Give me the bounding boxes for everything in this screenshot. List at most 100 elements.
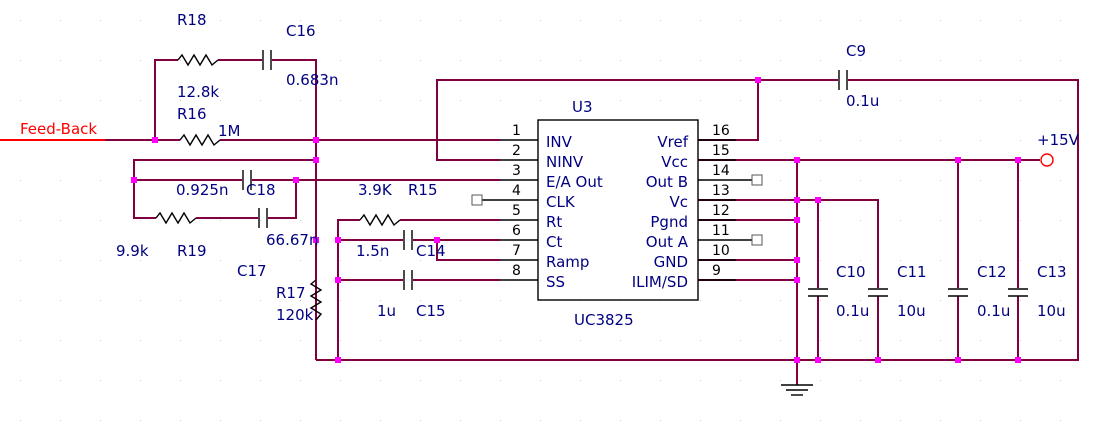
grid-dot (60, 340, 61, 341)
grid-dot (580, 100, 581, 101)
grid-dot (300, 20, 301, 21)
grid-dot (220, 340, 221, 341)
grid-dot (900, 260, 901, 261)
grid-dot (60, 20, 61, 21)
grid-dot (900, 100, 901, 101)
grid-dot (580, 420, 581, 421)
grid-dot (500, 100, 501, 101)
junction-dot (152, 137, 158, 143)
grid-dot (60, 260, 61, 261)
grid-dot (500, 420, 501, 421)
pin-name: Pgnd (650, 213, 688, 231)
grid-dot (820, 300, 821, 301)
pin-num: 15 (712, 143, 730, 159)
grid-dot (260, 420, 261, 421)
grid-dot (780, 380, 781, 381)
grid-dot (980, 300, 981, 301)
grid-dot (100, 340, 101, 341)
grid-dot (380, 340, 381, 341)
grid-dot (700, 380, 701, 381)
grid-dot (220, 100, 221, 101)
grid-dot (220, 380, 221, 381)
pin-name: NINV (546, 153, 584, 171)
grid-dot (180, 100, 181, 101)
grid-dot (180, 300, 181, 301)
grid-dot (1020, 420, 1021, 421)
ref-r16: R16 (177, 105, 207, 123)
grid-dot (1020, 260, 1021, 261)
value-c10: 0.1u (836, 302, 869, 320)
grid-dot (820, 260, 821, 261)
pin-num: 9 (712, 263, 721, 279)
ref-c15: C15 (416, 302, 446, 320)
grid-dot (20, 300, 21, 301)
grid-dot (1060, 100, 1061, 101)
grid-dot (900, 180, 901, 181)
grid-dot (780, 340, 781, 341)
ref-c12: C12 (977, 263, 1007, 281)
grid-dot (1060, 140, 1061, 141)
grid-dot (380, 260, 381, 261)
grid-dot (740, 420, 741, 421)
grid-dot (900, 20, 901, 21)
junction-dot (131, 177, 137, 183)
grid-dot (1020, 140, 1021, 141)
junction-dot (313, 237, 319, 243)
value-r17: 120k (276, 306, 314, 324)
grid-dot (20, 260, 21, 261)
grid-dot (100, 300, 101, 301)
grid-dot (220, 20, 221, 21)
grid-dot (660, 380, 661, 381)
grid-dot (940, 180, 941, 181)
grid-dot (460, 300, 461, 301)
grid-dot (700, 100, 701, 101)
grid-dot (60, 220, 61, 221)
grid-dot (860, 340, 861, 341)
grid-dot (500, 340, 501, 341)
grid-dot (580, 380, 581, 381)
ic-body (537, 119, 699, 301)
junction-dot (755, 77, 761, 83)
value-r16: 1M (218, 122, 241, 140)
ref-c14: C14 (416, 242, 446, 260)
resistor-r18 (177, 53, 219, 67)
value-c15: 1u (377, 302, 396, 320)
ref-r17: R17 (276, 284, 306, 302)
grid-dot (620, 340, 621, 341)
grid-dot (740, 340, 741, 341)
ground-symbol (781, 384, 813, 396)
grid-dot (980, 380, 981, 381)
value-c18: 0.925n (176, 181, 228, 199)
grid-dot (700, 340, 701, 341)
grid-dot (140, 380, 141, 381)
grid-dot (660, 20, 661, 21)
grid-dot (940, 100, 941, 101)
grid-dot (660, 340, 661, 341)
grid-dot (380, 60, 381, 61)
resistor-r19 (155, 211, 197, 225)
grid-dot (900, 300, 901, 301)
grid-dot (580, 20, 581, 21)
grid-dot (460, 20, 461, 21)
grid-dot (900, 340, 901, 341)
grid-dot (940, 260, 941, 261)
grid-dot (940, 340, 941, 341)
ic-part-number: UC3825 (574, 311, 634, 329)
grid-dot (300, 380, 301, 381)
grid-dot (140, 300, 141, 301)
grid-dot (220, 300, 221, 301)
grid-dot (540, 380, 541, 381)
pin-num: 13 (712, 183, 730, 199)
value-r19: 9.9k (116, 242, 149, 260)
value-r15: 3.9K (358, 181, 393, 199)
grid-dot (140, 100, 141, 101)
junction-dot (794, 157, 800, 163)
grid-dot (820, 20, 821, 21)
grid-dot (1020, 340, 1021, 341)
grid-dot (500, 300, 501, 301)
grid-dot (340, 420, 341, 421)
grid-dot (60, 300, 61, 301)
value-c17: 66.67n (266, 231, 318, 249)
grid-dot (180, 60, 181, 61)
grid-dot (380, 420, 381, 421)
